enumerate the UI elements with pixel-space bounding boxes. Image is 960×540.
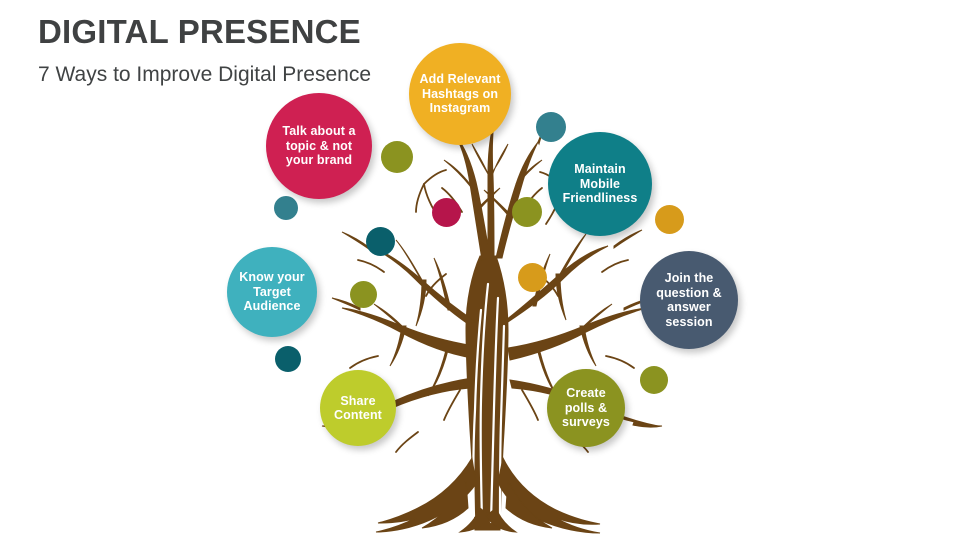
bubble-label-join-question-answer-session: Join the question & answer session: [656, 271, 722, 329]
bubble-label-add-relevant-hashtags: Add Relevant Hashtags on Instagram: [419, 72, 501, 116]
bubble-know-your-target-audience[interactable]: Know your Target Audience: [227, 247, 317, 337]
bubble-join-question-answer-session[interactable]: Join the question & answer session: [640, 251, 738, 349]
bubble-maintain-mobile-friendliness[interactable]: Maintain Mobile Friendliness: [548, 132, 652, 236]
title-block: DIGITAL PRESENCE 7 Ways to Improve Digit…: [38, 13, 658, 87]
bubble-label-talk-about-topic: Talk about a topic & not your brand: [282, 124, 356, 168]
dot-olive-lower-right-icon: [640, 366, 668, 394]
dot-gold-right-icon: [655, 205, 684, 234]
bubble-label-share-content: Share Content: [334, 393, 382, 423]
bubble-talk-about-topic[interactable]: Talk about a topic & not your brand: [266, 93, 372, 199]
dot-teal-deep-lower-icon: [275, 346, 301, 372]
page-subtitle: 7 Ways to Improve Digital Presence: [38, 63, 372, 87]
bare-tree-illustration: [250, 60, 730, 540]
bubble-share-content[interactable]: Share Content: [320, 370, 396, 446]
dot-olive-left-mid-icon: [350, 281, 377, 308]
bubble-label-know-your-target-audience: Know your Target Audience: [239, 270, 305, 314]
bubble-label-create-polls-surveys: Create polls & surveys: [562, 386, 610, 430]
dot-olive-upper-left-icon: [381, 141, 413, 173]
dot-teal-deep-left-icon: [366, 227, 395, 256]
page-title: DIGITAL PRESENCE: [38, 13, 361, 50]
dot-olive-mid-right-icon: [512, 197, 542, 227]
bubble-add-relevant-hashtags[interactable]: Add Relevant Hashtags on Instagram: [409, 43, 511, 145]
dot-teal-top-right-icon: [536, 112, 566, 142]
bubble-label-maintain-mobile-friendliness: Maintain Mobile Friendliness: [562, 162, 638, 206]
dot-magenta-center-icon: [432, 198, 461, 227]
dot-gold-center-icon: [518, 263, 547, 292]
dot-teal-left-upper-icon: [274, 196, 298, 220]
bubble-create-polls-surveys[interactable]: Create polls & surveys: [547, 369, 625, 447]
